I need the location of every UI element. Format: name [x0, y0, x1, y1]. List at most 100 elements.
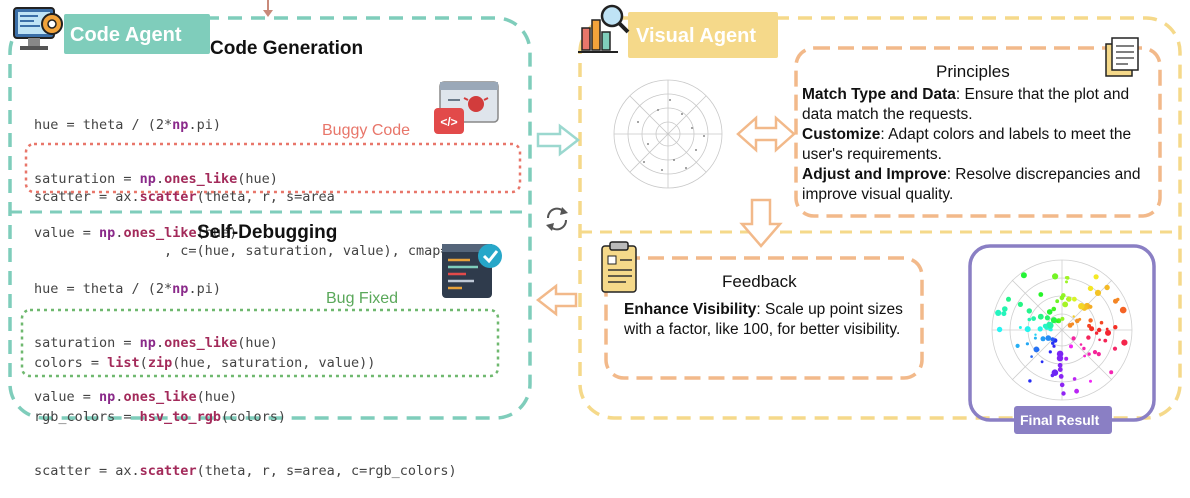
final-scatter-point	[1052, 344, 1056, 348]
fixed-line-2: rgb_colors = hsv_to_rgb(colors)	[34, 409, 286, 425]
final-scatter-point	[1038, 292, 1044, 297]
principle-2-bold: Customize	[802, 126, 881, 143]
final-scatter-point	[1037, 326, 1043, 332]
debug-line-value: value = np.ones_like(hue)	[34, 389, 238, 405]
final-scatter-point	[1044, 315, 1050, 321]
final-scatter-point	[1098, 338, 1101, 342]
code-generation-block: hue = theta / (2*np.pi) saturation = np.…	[34, 80, 278, 260]
final-scatter-point	[1060, 316, 1065, 321]
principle-1-text: : Ensure that the plot and data match th…	[802, 86, 1130, 123]
final-scatter-point	[1031, 316, 1036, 321]
final-scatter-point	[1094, 289, 1102, 296]
final-scatter-point	[1088, 304, 1093, 309]
final-scatter-point	[1037, 313, 1044, 320]
document-stack-icon	[1105, 37, 1139, 77]
final-scatter-point	[1083, 354, 1086, 358]
final-scatter-point	[995, 309, 1002, 316]
principle-3-text: : Resolve discrepancies and improve visu…	[802, 166, 1141, 203]
fixed-line-1: colors = list(zip(hue, saturation, value…	[34, 355, 376, 371]
final-scatter-point	[1025, 342, 1029, 346]
bug-code-icon: </>	[434, 81, 499, 134]
final-scatter-point	[1015, 343, 1020, 348]
final-result-badge: Final Result	[1014, 406, 1112, 434]
final-scatter-point	[1070, 322, 1075, 326]
final-scatter-point	[1033, 336, 1037, 340]
diagram-frames	[8, 0, 1182, 422]
final-scatter-point	[1074, 388, 1079, 394]
final-scatter-point	[1051, 341, 1055, 345]
final-scatter-point	[1097, 327, 1102, 333]
final-scatter-point	[1087, 285, 1094, 292]
buggy-code-label: Buggy Code	[322, 122, 411, 139]
feedback-bold: Enhance Visibility	[624, 301, 757, 318]
refresh-icon	[546, 207, 568, 231]
final-scatter-point	[1089, 326, 1095, 332]
final-scatter-point	[1018, 326, 1022, 329]
final-scatter-point	[1026, 308, 1032, 314]
final-scatter-point	[1107, 331, 1111, 335]
principle-item-3: Adjust and Improve: Resolve discrepancie…	[802, 165, 1156, 205]
final-scatter-point	[1027, 317, 1032, 322]
preview-polar-chart	[613, 79, 723, 189]
final-result-label: Final Result	[1020, 412, 1100, 428]
self-debugging-title: Self-Debugging	[197, 222, 338, 243]
final-scatter-point	[1088, 318, 1093, 323]
principle-item-2: Customize: Adapt colors and labels to me…	[802, 125, 1156, 165]
final-scatter-point	[1094, 331, 1099, 335]
visual-agent-header: Visual Agent	[578, 2, 780, 66]
final-scatter-point	[1046, 309, 1053, 315]
final-scatter-point	[1048, 350, 1052, 354]
buggy-line-1: scatter = ax.scatter(theta, r, s=area	[34, 189, 335, 205]
principles-title: Principles	[936, 62, 1010, 81]
clipboard-feedback-icon	[601, 241, 637, 293]
debug-line-saturation: saturation = np.ones_like(hue)	[34, 335, 278, 351]
final-scatter-point	[1034, 333, 1037, 336]
debug-line-hue: hue = theta / (2*np.pi)	[34, 281, 221, 297]
final-scatter-point	[1062, 301, 1069, 308]
final-scatter-point	[1092, 350, 1098, 355]
final-scatter-point	[1036, 348, 1040, 352]
final-scatter-point	[1096, 352, 1101, 357]
final-scatter-point	[1072, 315, 1075, 318]
final-scatter-point	[1057, 367, 1063, 372]
final-scatter-point	[1024, 326, 1031, 333]
final-scatter-point	[1064, 356, 1069, 361]
svg-text:</>: </>	[440, 115, 457, 129]
bug-fixed-label: Bug Fixed	[326, 290, 399, 307]
fixed-code-block: colors = list(zip(hue, saturation, value…	[34, 318, 457, 498]
code-generation-title: Code Generation	[210, 38, 364, 59]
chart-magnifier-icon	[578, 4, 630, 53]
final-result-chart	[991, 259, 1133, 401]
final-scatter-point	[1059, 295, 1065, 301]
final-scatter-point	[1078, 303, 1085, 310]
final-scatter-point	[1045, 335, 1052, 341]
final-scatter-point	[1052, 273, 1059, 280]
final-scatter-point	[1105, 327, 1109, 331]
final-scatter-point	[1093, 274, 1099, 280]
final-scatter-point	[1028, 379, 1032, 383]
final-scatter-point	[1017, 301, 1023, 307]
code-agent-header: Code Agent	[8, 2, 210, 66]
visual-agent-label: Visual Agent	[636, 25, 757, 47]
final-scatter-point	[1055, 299, 1060, 304]
final-scatter-point	[1104, 284, 1110, 291]
final-scatter-point	[1040, 360, 1044, 364]
fixed-line-3: scatter = ax.scatter(theta, r, s=area, c…	[34, 463, 457, 479]
final-scatter-point	[1072, 296, 1077, 302]
final-scatter-point	[1006, 296, 1011, 302]
final-scatter-point	[1079, 343, 1083, 346]
principle-3-bold: Adjust and Improve	[802, 166, 947, 183]
final-scatter-point	[1113, 325, 1118, 330]
self-debugging-block: hue = theta / (2*np.pi) saturation = np.…	[34, 244, 278, 424]
final-scatter-point	[1119, 306, 1127, 314]
final-scatter-point	[1001, 311, 1007, 317]
final-scatter-point	[1051, 369, 1059, 376]
final-scatter-point	[1069, 344, 1073, 349]
final-scatter-point	[1087, 352, 1091, 356]
code-check-icon	[442, 244, 502, 298]
final-scatter-point	[1066, 297, 1069, 301]
feedback-title: Feedback	[722, 272, 797, 291]
final-scatter-point	[1051, 306, 1057, 312]
final-scatter-point	[1065, 276, 1070, 280]
final-scatter-point	[1056, 320, 1059, 323]
